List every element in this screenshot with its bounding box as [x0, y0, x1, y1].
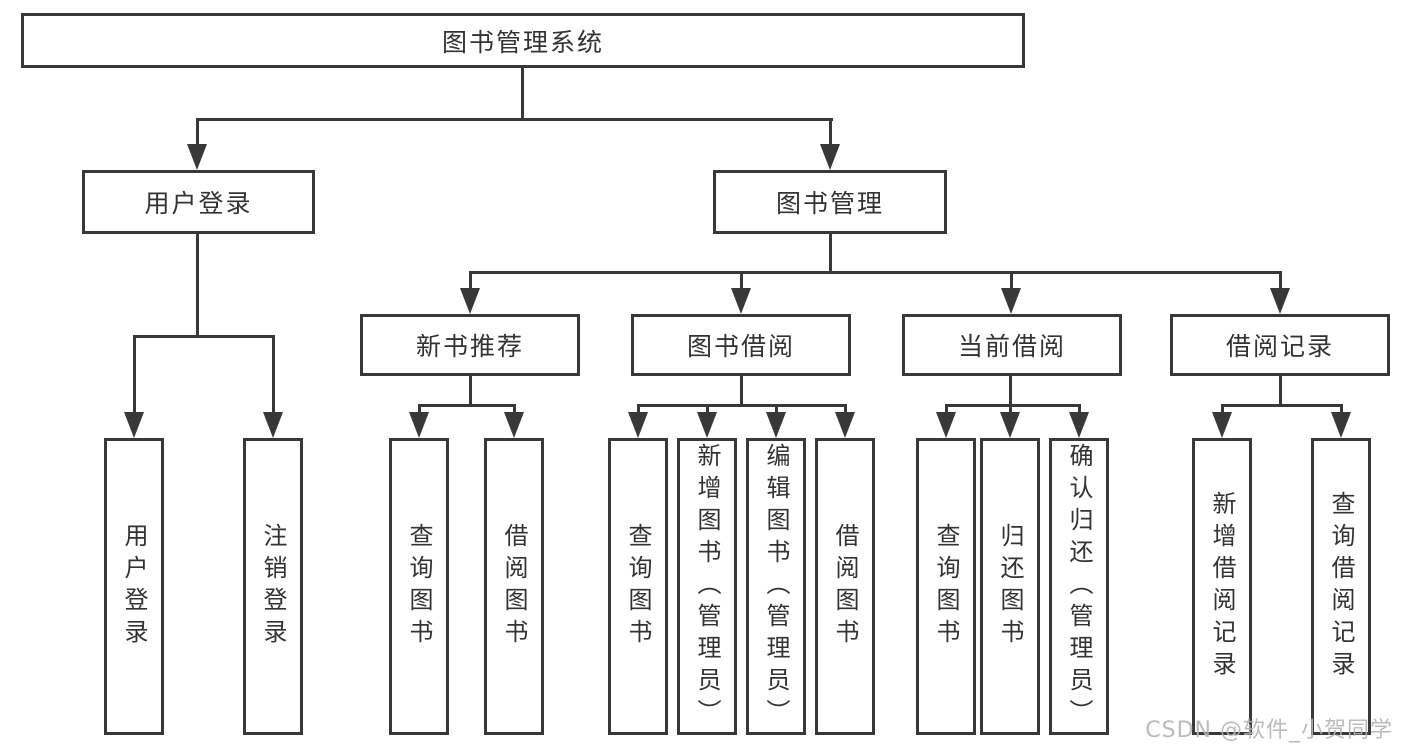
arrow-down-icon [731, 288, 751, 314]
arrow-down-icon [460, 288, 480, 314]
connector-line [272, 335, 275, 414]
leaf-query-books-recommend-label: 查询图书 [405, 522, 433, 651]
connector-line [1340, 404, 1343, 415]
connector-line [1078, 404, 1081, 415]
node-root-label: 图书管理系统 [441, 27, 604, 57]
arrow-down-icon [504, 412, 524, 438]
leaf-edit-book-admin: 编辑图书（管理员） [746, 438, 806, 735]
arrow-down-icon [1270, 288, 1290, 314]
leaf-confirm-return-admin: 确认归还（管理员） [1049, 438, 1109, 735]
node-new-book-recommend: 新书推荐 [360, 314, 580, 376]
node-user-login: 用户登录 [82, 170, 315, 234]
arrow-down-icon [1001, 288, 1021, 314]
connector-line [513, 404, 516, 415]
node-borrow-records-label: 借阅记录 [1225, 332, 1334, 361]
connector-line [775, 404, 778, 415]
node-book-management: 图书管理 [713, 170, 947, 234]
connector-line [1279, 376, 1282, 406]
leaf-query-books-current-label: 查询图书 [932, 522, 960, 651]
connector-line [637, 404, 847, 407]
connector-line [196, 118, 833, 121]
leaf-add-borrow-record: 新增借阅记录 [1192, 438, 1252, 735]
connector-line [196, 234, 199, 335]
leaf-add-borrow-record-label: 新增借阅记录 [1208, 490, 1236, 683]
node-book-borrow-label: 图书借阅 [686, 332, 795, 361]
arrow-down-icon [697, 412, 717, 438]
node-new-book-recommend-label: 新书推荐 [415, 332, 524, 361]
leaf-query-books-borrow: 查询图书 [608, 438, 668, 735]
leaf-edit-book-admin-label: 编辑图书（管理员） [762, 442, 790, 731]
leaf-return-book-label: 归还图书 [996, 522, 1024, 651]
connector-line [1221, 404, 1224, 415]
connector-line [829, 118, 832, 148]
node-book-borrow: 图书借阅 [631, 314, 851, 376]
connector-line [196, 118, 199, 148]
connector-line [945, 404, 948, 415]
connector-line [1009, 376, 1012, 406]
leaf-query-books-current: 查询图书 [916, 438, 976, 735]
node-borrow-records: 借阅记录 [1170, 314, 1390, 376]
leaf-borrow-books-recommend-label: 借阅图书 [500, 522, 528, 651]
leaf-user-login-label: 用户登录 [120, 522, 148, 651]
leaf-borrow-books-label: 借阅图书 [831, 522, 859, 651]
node-user-login-label: 用户登录 [144, 189, 253, 218]
arrow-down-icon [1069, 412, 1089, 438]
node-current-borrow-label: 当前借阅 [957, 332, 1066, 361]
connector-line [829, 234, 832, 273]
connector-line [706, 404, 709, 415]
connector-line [521, 68, 524, 120]
leaf-confirm-return-admin-label: 确认归还（管理员） [1065, 442, 1093, 731]
connector-line [418, 404, 421, 415]
connector-line [469, 271, 1282, 274]
node-current-borrow: 当前借阅 [902, 314, 1122, 376]
connector-line [740, 376, 743, 406]
node-root: 图书管理系统 [21, 13, 1025, 68]
connector-line [469, 376, 472, 406]
arrow-down-icon [1212, 412, 1232, 438]
connector-line [1009, 404, 1012, 415]
connector-line [469, 271, 472, 290]
arrow-down-icon [1331, 412, 1351, 438]
leaf-borrow-books-recommend: 借阅图书 [484, 438, 544, 735]
leaf-borrow-books: 借阅图书 [815, 438, 875, 735]
arrow-down-icon [1000, 412, 1020, 438]
connector-line [133, 335, 275, 338]
csdn-watermark: CSDN @软件_小贺同学 [1145, 718, 1393, 743]
connector-line [1010, 271, 1013, 290]
arrow-down-icon [263, 412, 283, 438]
arrow-down-icon [766, 412, 786, 438]
leaf-logout-label: 注销登录 [259, 522, 287, 651]
connector-line [740, 271, 743, 290]
leaf-logout: 注销登录 [243, 438, 303, 735]
arrow-down-icon [936, 412, 956, 438]
leaf-query-borrow-record-label: 查询借阅记录 [1327, 490, 1355, 683]
connector-line [844, 404, 847, 415]
arrow-down-icon [628, 412, 648, 438]
connector-line [1279, 271, 1282, 290]
leaf-user-login: 用户登录 [104, 438, 164, 735]
leaf-query-books-borrow-label: 查询图书 [624, 522, 652, 651]
leaf-add-book-admin-label: 新增图书（管理员） [693, 442, 721, 731]
leaf-query-borrow-record: 查询借阅记录 [1311, 438, 1371, 735]
arrow-down-icon [835, 412, 855, 438]
arrow-down-icon [187, 144, 207, 170]
connector-line [133, 335, 136, 414]
connector-line [418, 404, 516, 407]
leaf-add-book-admin: 新增图书（管理员） [677, 438, 737, 735]
node-book-management-label: 图书管理 [775, 189, 884, 218]
arrow-down-icon [124, 412, 144, 438]
connector-line [1221, 404, 1343, 407]
leaf-return-book: 归还图书 [980, 438, 1040, 735]
arrow-down-icon [820, 144, 840, 170]
arrow-down-icon [409, 412, 429, 438]
connector-line [945, 404, 1080, 407]
connector-line [637, 404, 640, 415]
leaf-query-books-recommend: 查询图书 [389, 438, 449, 735]
